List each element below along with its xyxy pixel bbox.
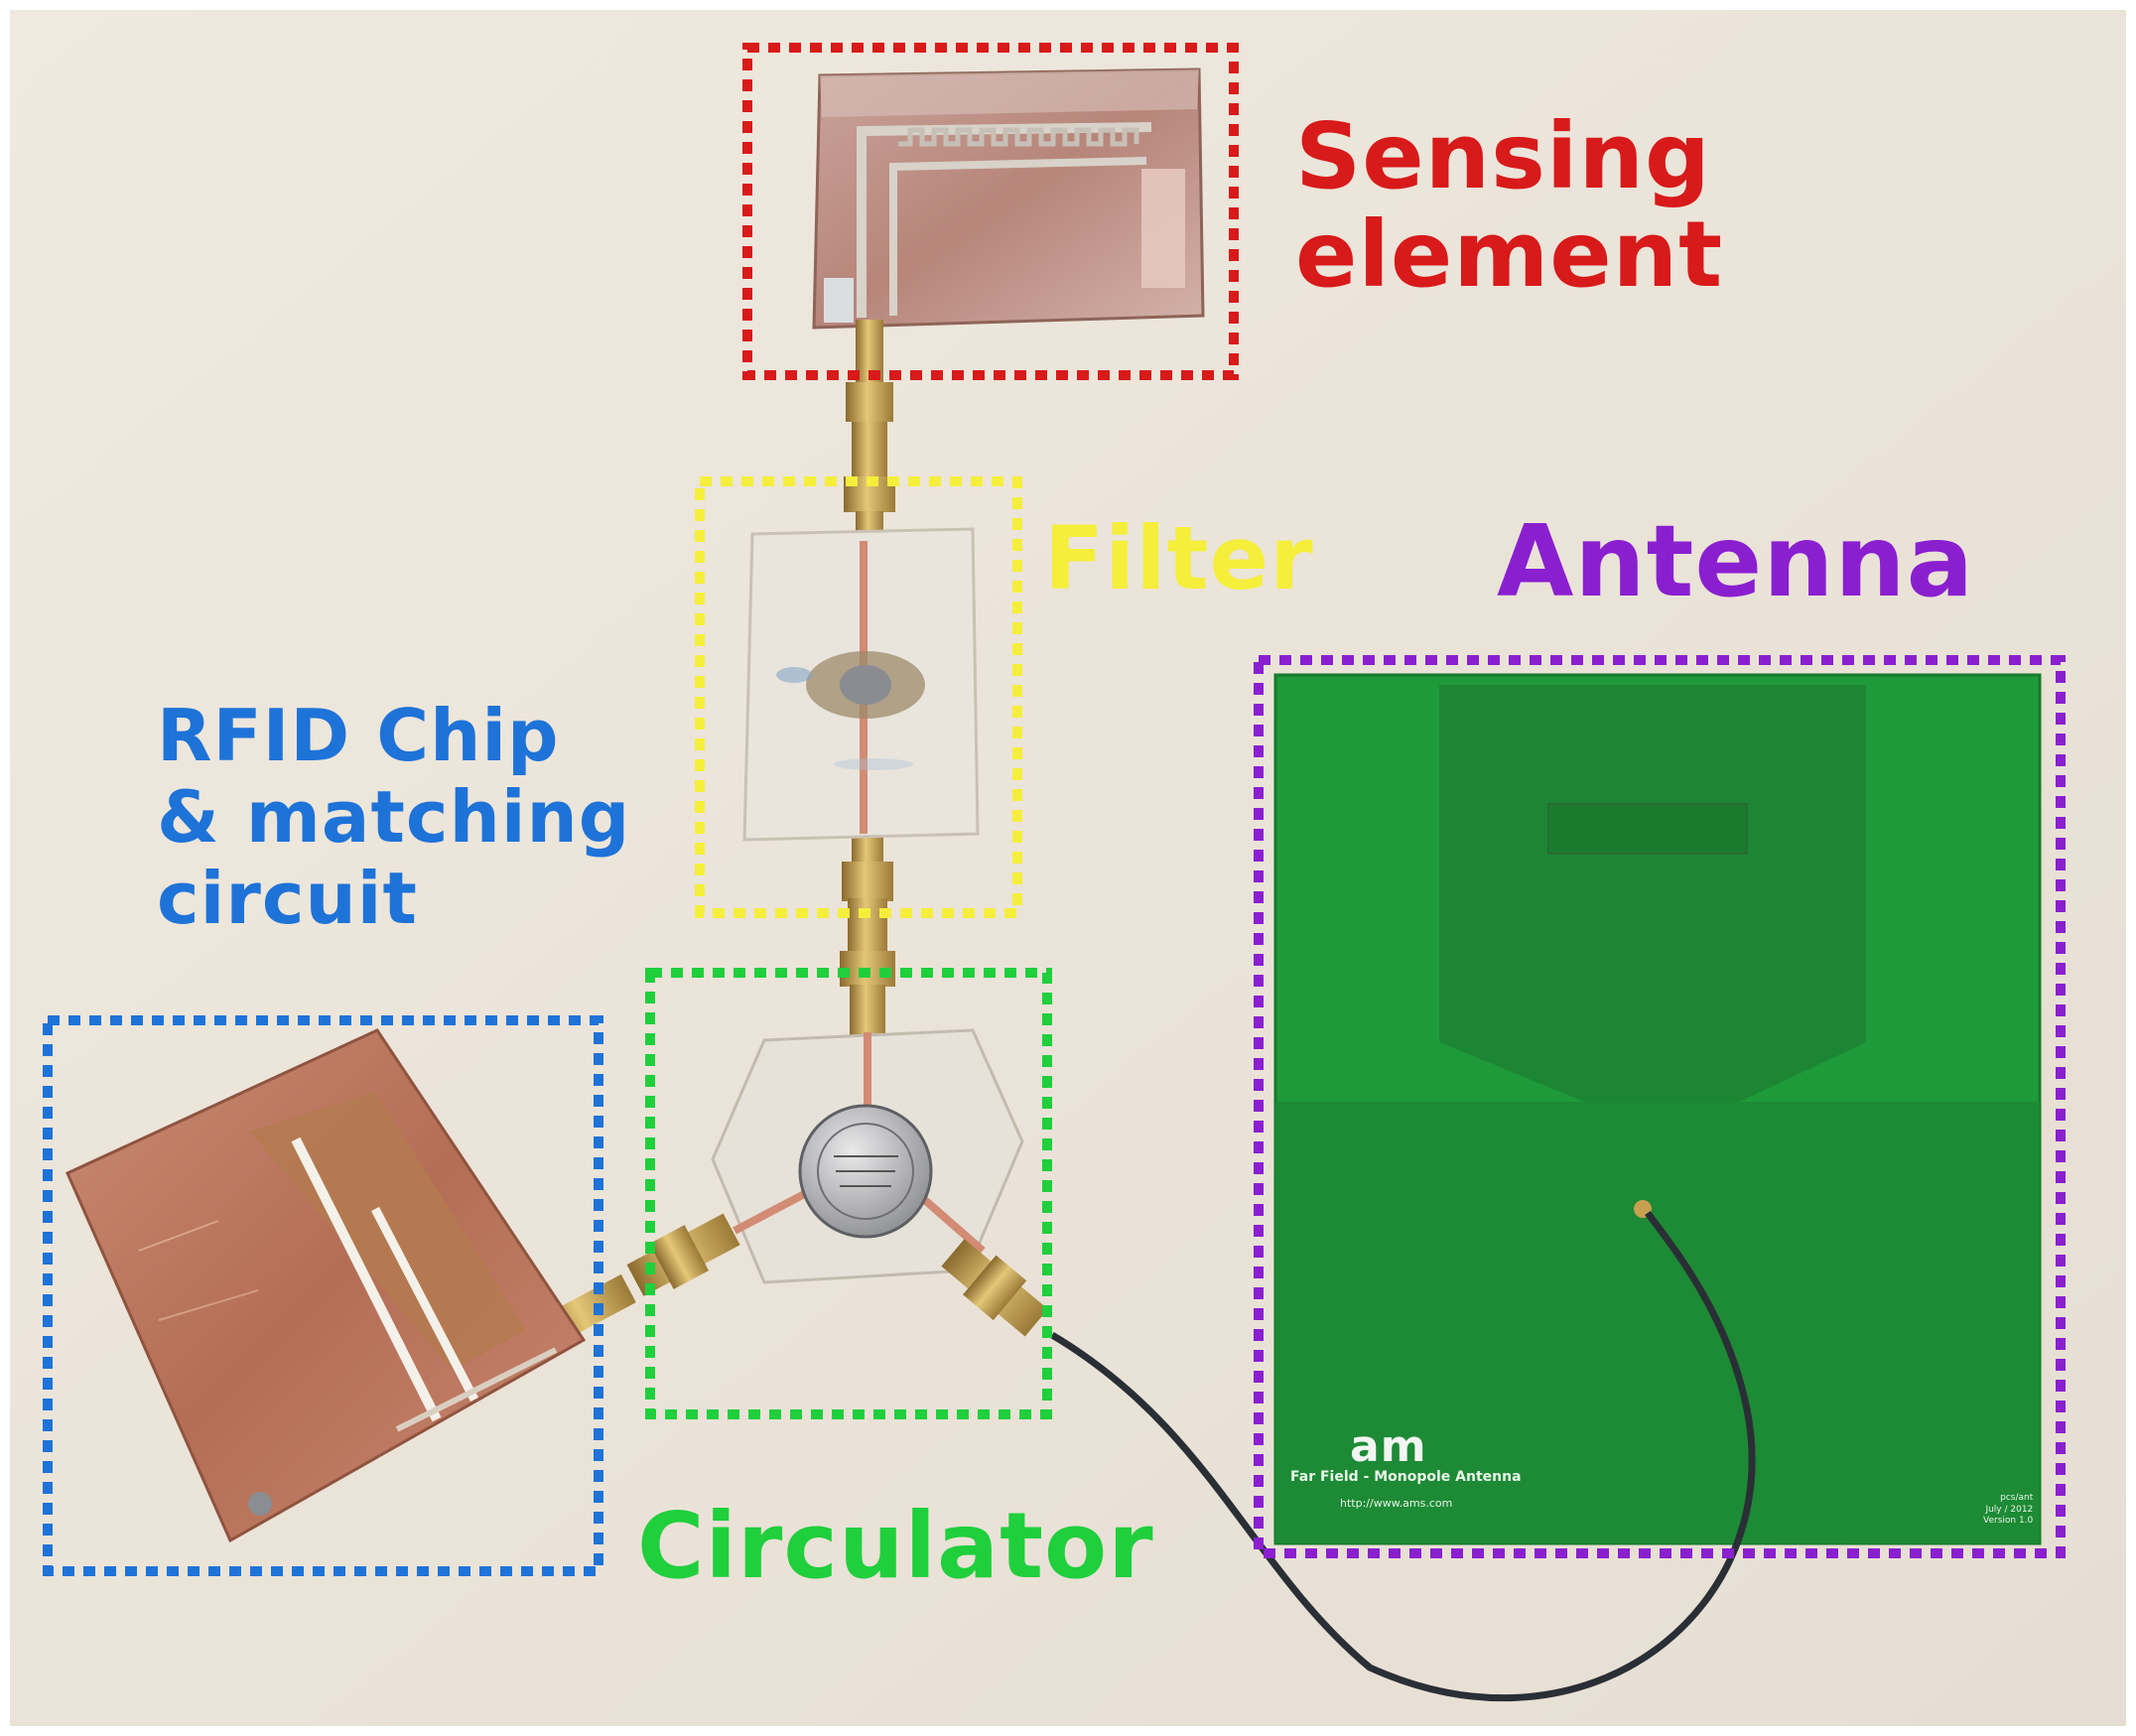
antenna-label: Antenna (1497, 503, 1975, 619)
antenna-cable (1050, 1210, 1756, 1702)
circulator-label: Circulator (637, 1493, 1154, 1599)
side-connectors (533, 1213, 1048, 1350)
rfid-board (66, 1028, 587, 1543)
rfid-chip-label: RFID Chip & matching circuit (157, 694, 631, 941)
sensing-element-board (812, 67, 1205, 330)
antenna-highlight-box (1254, 655, 2066, 1558)
antenna-board-url: http://www.ams.com (1340, 1497, 1453, 1510)
antenna-board (1273, 673, 2042, 1545)
sensing-element-label: Sensing element (1295, 103, 1724, 309)
filter-label: Filter (1044, 507, 1314, 609)
circulator-highlight-box (645, 968, 1052, 1419)
antenna-board-meta: pcs/ant July / 2012 Version 1.0 (1983, 1493, 2034, 1527)
sensing-highlight-box (742, 43, 1239, 380)
filter-highlight-box (695, 476, 1022, 918)
rfid-highlight-box (43, 1015, 603, 1576)
circulator-board (711, 1028, 1024, 1284)
antenna-board-logo: am (1350, 1421, 1427, 1472)
filter-board (742, 527, 980, 842)
antenna-board-subtitle: Far Field - Monopole Antenna (1290, 1469, 1522, 1485)
